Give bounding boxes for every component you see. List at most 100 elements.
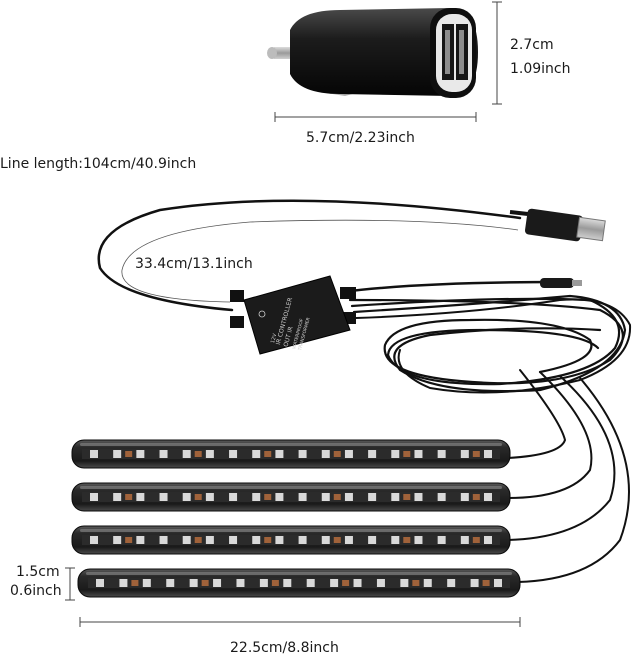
led-chip bbox=[182, 536, 191, 544]
led-chip bbox=[344, 536, 353, 544]
led-chip bbox=[368, 450, 377, 458]
led-chip bbox=[306, 579, 315, 587]
resistor bbox=[264, 451, 272, 457]
led-chip bbox=[229, 493, 238, 501]
led-chip bbox=[236, 579, 245, 587]
ir-controller-box: IR CONTROLLER OUT IR WATERPROOF TRANSFOR… bbox=[230, 275, 356, 355]
led-chip bbox=[414, 450, 423, 458]
cables bbox=[97, 199, 632, 583]
resistor bbox=[125, 494, 133, 500]
led-chip bbox=[159, 536, 168, 544]
resistor bbox=[194, 537, 202, 543]
resistor bbox=[472, 451, 480, 457]
led-chip bbox=[136, 493, 145, 501]
led-chip bbox=[298, 450, 307, 458]
led-chip bbox=[113, 493, 122, 501]
resistor bbox=[403, 451, 411, 457]
led-chip bbox=[136, 450, 145, 458]
resistor bbox=[472, 494, 480, 500]
led-chip bbox=[252, 450, 261, 458]
led-chip bbox=[368, 493, 377, 501]
led-chip bbox=[298, 536, 307, 544]
led-chip bbox=[252, 536, 261, 544]
led-chip bbox=[205, 536, 214, 544]
led-chip bbox=[344, 450, 353, 458]
led-chip bbox=[213, 579, 222, 587]
led-chip bbox=[275, 493, 284, 501]
led-chip bbox=[437, 493, 446, 501]
led-chip bbox=[391, 536, 400, 544]
led-chip bbox=[90, 493, 98, 501]
led-chip bbox=[437, 536, 446, 544]
led-strip bbox=[77, 568, 521, 598]
led-chip bbox=[414, 536, 423, 544]
resistor bbox=[125, 537, 133, 543]
resistor bbox=[342, 580, 350, 586]
led-chip bbox=[205, 493, 214, 501]
resistor bbox=[333, 537, 341, 543]
led-chip bbox=[484, 450, 492, 458]
led-chip bbox=[484, 536, 492, 544]
led-chip bbox=[119, 579, 128, 587]
led-chip bbox=[330, 579, 339, 587]
dc-jack bbox=[540, 278, 582, 288]
led-chip bbox=[283, 579, 292, 587]
led-chip bbox=[229, 536, 238, 544]
led-chip bbox=[113, 536, 122, 544]
usb-plug bbox=[509, 208, 606, 242]
led-chip bbox=[321, 450, 330, 458]
led-chip bbox=[391, 493, 400, 501]
strip-length-dimension bbox=[79, 617, 521, 627]
led-chip bbox=[189, 579, 198, 587]
charger-height-dimension bbox=[492, 1, 502, 105]
led-chip bbox=[275, 450, 284, 458]
strip-length-label: 22.5cm/8.8inch bbox=[230, 640, 339, 656]
led-chip bbox=[136, 536, 145, 544]
led-chip bbox=[182, 493, 191, 501]
resistor bbox=[271, 580, 279, 586]
led-chip bbox=[423, 579, 432, 587]
car-charger bbox=[267, 8, 478, 98]
led-chip bbox=[376, 579, 385, 587]
led-chip bbox=[391, 450, 400, 458]
led-chip bbox=[96, 579, 104, 587]
strip-height-in-label: 0.6inch bbox=[10, 583, 62, 599]
charger-height-in-label: 1.09inch bbox=[510, 61, 571, 77]
led-strip bbox=[71, 525, 511, 555]
led-chip bbox=[166, 579, 175, 587]
resistor bbox=[482, 580, 490, 586]
led-chip bbox=[437, 450, 446, 458]
led-chip bbox=[229, 450, 238, 458]
led-chip bbox=[344, 493, 353, 501]
usb-cable-length-label: 33.4cm/13.1inch bbox=[135, 256, 253, 272]
resistor bbox=[194, 494, 202, 500]
led-chip bbox=[298, 493, 307, 501]
led-chip bbox=[205, 450, 214, 458]
resistor bbox=[333, 494, 341, 500]
controller-label-5: 12V bbox=[270, 332, 278, 344]
led-chip bbox=[159, 493, 168, 501]
led-chip bbox=[321, 536, 330, 544]
resistor bbox=[333, 451, 341, 457]
resistor bbox=[412, 580, 420, 586]
charger-width-dimension bbox=[274, 112, 477, 122]
charger-height-cm-label: 2.7cm bbox=[510, 37, 554, 53]
led-chip bbox=[400, 579, 409, 587]
strip-height-dimension bbox=[65, 567, 75, 601]
led-strip bbox=[71, 439, 511, 469]
led-chip bbox=[460, 493, 469, 501]
led-chip bbox=[90, 450, 98, 458]
led-chip bbox=[252, 493, 261, 501]
led-chip bbox=[90, 536, 98, 544]
resistor bbox=[131, 580, 139, 586]
usb-cable-measure-line bbox=[121, 219, 519, 303]
led-chip bbox=[275, 536, 284, 544]
led-chip bbox=[460, 536, 469, 544]
led-chip bbox=[494, 579, 502, 587]
resistor bbox=[403, 494, 411, 500]
led-chip bbox=[259, 579, 268, 587]
resistor bbox=[194, 451, 202, 457]
led-chip bbox=[321, 493, 330, 501]
charger-width-label: 5.7cm/2.23inch bbox=[306, 130, 415, 146]
